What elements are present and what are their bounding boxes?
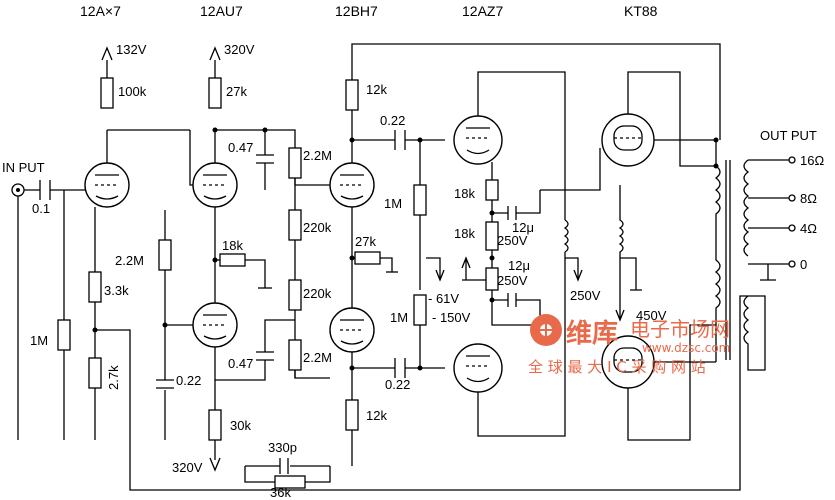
label-r-2-2m-bot: 2.2M <box>303 350 332 365</box>
supply-250v-c: 250V <box>570 288 601 303</box>
resistor-low-bias <box>485 267 499 291</box>
resistor-2-2m-top <box>288 147 302 179</box>
supply-450v: 450V <box>636 308 667 323</box>
resistor-27k-top <box>208 77 222 109</box>
tube-12az7-lower <box>453 343 503 393</box>
tube-12bh7-upper <box>329 162 375 208</box>
label-r-12k-bot: 12k <box>366 408 387 423</box>
label-c-022-left: 0.22 <box>176 373 201 388</box>
label-r-18k-a: 18k <box>454 186 475 201</box>
resistor-27k-mid <box>354 251 381 265</box>
output-terminal-8[interactable] <box>788 194 796 202</box>
input-jack[interactable] <box>11 183 25 197</box>
supply-320v-top: 320V <box>224 42 255 57</box>
tap-8-ohm: 8Ω <box>800 191 817 206</box>
supply-minus-61v: - 61V <box>428 291 459 306</box>
label-r-100k: 100k <box>118 84 147 99</box>
resistor-1m-low <box>413 294 427 326</box>
resistor-18k-b <box>485 221 499 251</box>
label-r-18k-b: 18k <box>454 226 475 241</box>
label-r-2-2m-left: 2.2M <box>115 253 144 268</box>
resistor-2-2m-bot <box>288 339 302 371</box>
watermark: 维库 电子市场网 www.dzsc.com 全 球 最 大 I C 采 购 网 … <box>528 314 730 376</box>
label-c-022-bot: 0.22 <box>385 377 410 392</box>
watermark-url: www.dzsc.com <box>642 341 730 355</box>
header-12bh7: 12BH7 <box>335 3 378 19</box>
label-r-18k-mid: 18k <box>222 238 243 253</box>
tube-12ax7 <box>84 162 130 208</box>
label-c-in: 0.1 <box>32 201 50 216</box>
resistor-12k-bot <box>345 399 359 431</box>
label-r-2-7k: 2.7k <box>106 365 121 390</box>
tube-kt88-upper <box>601 113 655 167</box>
output-label: OUT PUT <box>760 128 817 143</box>
label-r-1m-low: 1M <box>390 310 408 325</box>
output-terminal-4[interactable] <box>788 224 796 232</box>
tap-0: 0 <box>800 257 807 272</box>
tap-16-ohm: 16Ω <box>800 153 824 168</box>
output-transformer <box>714 140 766 371</box>
tap-4-ohm: 4Ω <box>800 221 817 236</box>
tube-12au7-lower <box>192 302 238 348</box>
output-terminal-0[interactable] <box>788 260 796 268</box>
supply-320v-bottom: 320V <box>172 460 203 475</box>
supply-minus-150v: - 150V <box>432 310 471 325</box>
watermark-title: 电子市场网 <box>630 317 730 341</box>
supply-132v: 132V <box>116 42 147 57</box>
header-12az7: 12AZ7 <box>462 3 503 19</box>
label-c-047-bot: 0.47 <box>228 356 253 371</box>
label-r-1m-mid: 1M <box>384 196 402 211</box>
resistor-100k <box>100 77 114 109</box>
input-capacitor <box>39 180 51 200</box>
label-c-12u-b: 12μ <box>508 258 530 273</box>
tube-12au7-upper <box>192 162 238 208</box>
header-12ax7: 12A×7 <box>80 3 121 19</box>
resistor-220k-b <box>288 279 302 311</box>
header-kt88: KT88 <box>624 3 658 19</box>
watermark-slogan: 全 球 最 大 I C 采 购 网 站 <box>528 358 706 376</box>
tube-12bh7-lower <box>329 307 375 353</box>
input-label: IN PUT <box>2 160 45 175</box>
resistor-1m-left <box>57 319 71 351</box>
label-c-047-top: 0.47 <box>228 140 253 155</box>
label-c-330p: 330p <box>268 440 297 455</box>
watermark-logo-icon <box>530 314 562 346</box>
label-r-3-3k: 3.3k <box>104 283 129 298</box>
label-r-27k-mid: 27k <box>355 234 376 249</box>
resistor-1m-mid <box>413 184 427 216</box>
watermark-brand: 维库 <box>566 318 618 349</box>
header-12au7: 12AU7 <box>200 3 243 19</box>
supply-250v-a: 250V <box>497 233 528 248</box>
label-r-30k: 30k <box>230 418 251 433</box>
resistor-2-2m-left <box>158 239 172 271</box>
resistor-3-3k <box>88 271 102 303</box>
label-r-2-2m-top: 2.2M <box>303 148 332 163</box>
resistor-18k-mid <box>219 253 246 267</box>
tube-12az7-upper <box>453 115 503 165</box>
resistor-18k-a <box>485 179 499 201</box>
output-terminal-16[interactable] <box>788 156 796 164</box>
label-r-220k-b: 220k <box>303 286 332 301</box>
label-r-36k: 36k <box>270 485 291 500</box>
resistor-12k-top <box>345 79 359 111</box>
supply-250v-b: 250V <box>497 273 528 288</box>
label-c-12u-a: 12μ <box>512 220 534 235</box>
label-r-1m-left: 1M <box>30 333 48 348</box>
resistor-36k <box>274 475 306 489</box>
label-c-022-top: 0.22 <box>380 113 405 128</box>
label-r-12k-top: 12k <box>366 82 387 97</box>
label-r-27k-top: 27k <box>226 84 247 99</box>
resistor-30k <box>208 409 222 441</box>
label-r-220k-a: 220k <box>303 220 332 235</box>
resistor-220k-a <box>288 209 302 241</box>
resistor-2-7k <box>88 357 102 389</box>
